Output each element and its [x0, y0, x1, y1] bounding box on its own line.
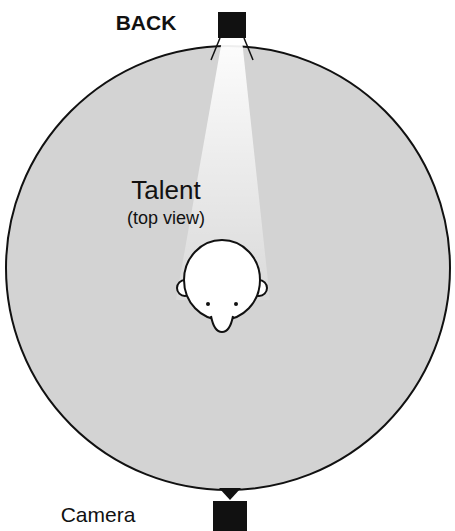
- head-top-view: [177, 240, 267, 332]
- back-light: [211, 12, 253, 60]
- camera-label: Camera: [61, 503, 136, 527]
- light-position-label: BACK: [116, 11, 177, 35]
- camera: [213, 488, 247, 531]
- subject-label: Talent: [131, 176, 200, 206]
- view-note: (top view): [127, 208, 205, 229]
